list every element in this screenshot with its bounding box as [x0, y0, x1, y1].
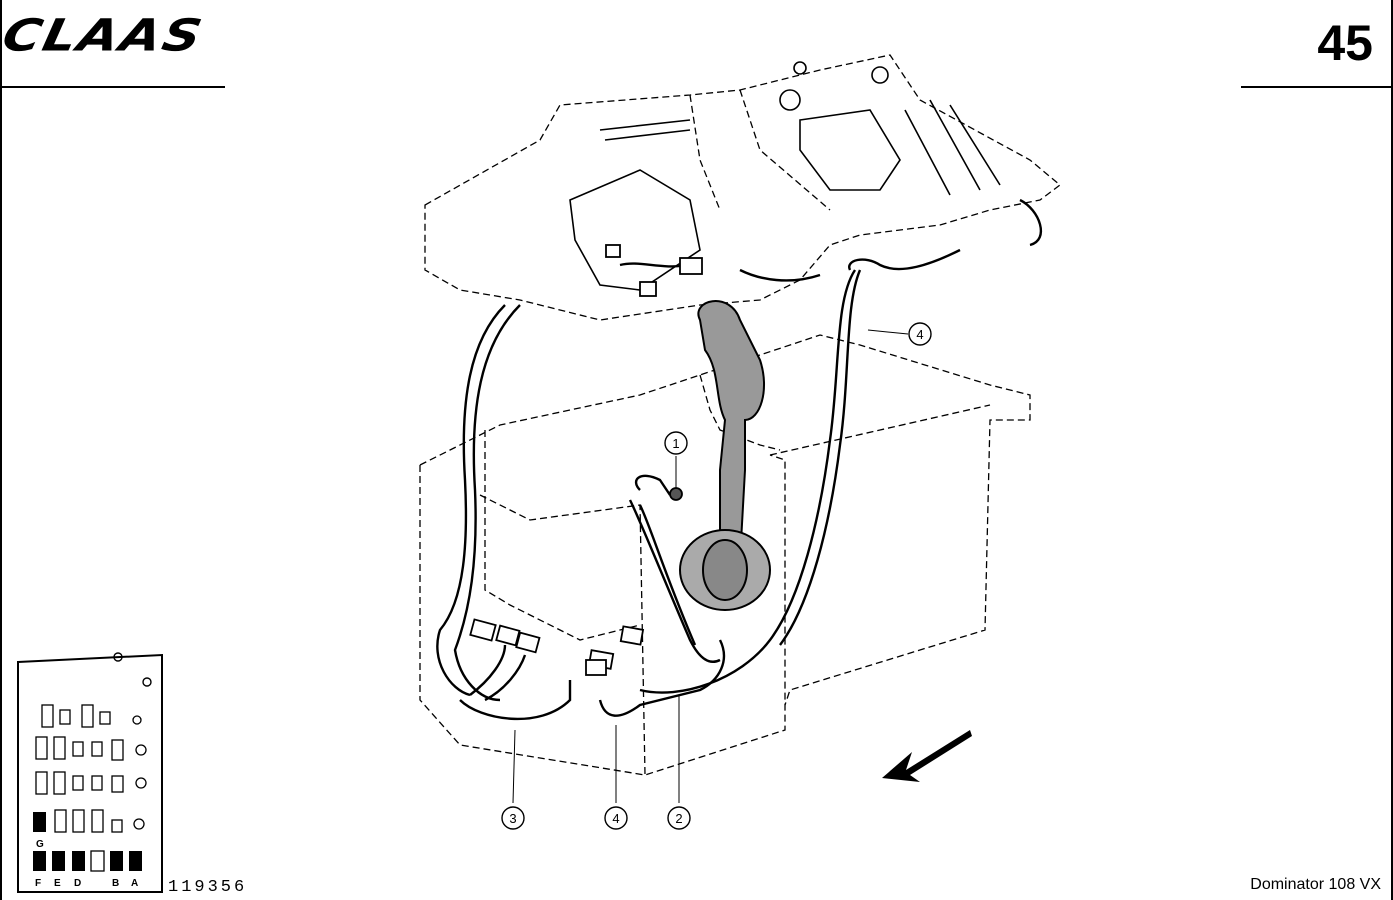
- panel-details: [569, 61, 1001, 291]
- svg-text:4: 4: [916, 327, 923, 342]
- header-rule-right: [1241, 86, 1393, 88]
- wiring-harness: [436, 198, 1042, 721]
- fuse-label-b: B: [112, 878, 119, 889]
- callout-group: 1 4 3 4 2: [501, 322, 932, 830]
- leader-lines: [512, 329, 909, 804]
- fuse-label-a: A: [131, 878, 138, 889]
- fuse-label-e: E: [54, 878, 61, 889]
- svg-text:2: 2: [675, 811, 682, 826]
- callout-2: 2: [667, 806, 691, 830]
- svg-text:4: 4: [612, 811, 619, 826]
- svg-text:1: 1: [672, 436, 679, 451]
- gear-lever: [679, 300, 771, 611]
- connectors: [469, 244, 703, 676]
- callout-3: 3: [501, 806, 525, 830]
- fuse-row-label-g: G: [36, 839, 44, 850]
- drawing-number: 119356: [168, 878, 248, 897]
- callout-4-top: 4: [908, 322, 932, 346]
- fuse-box-inset: G F E D B A: [17, 652, 163, 893]
- svg-text:3: 3: [509, 811, 516, 826]
- callout-1: 1: [664, 431, 688, 455]
- fuse-label-f: F: [35, 878, 41, 889]
- page-frame-left: [0, 0, 2, 900]
- fuse-label-d: D: [74, 878, 81, 889]
- model-label: Dominator 108 VX: [1250, 876, 1381, 893]
- callout-4-bottom: 4: [604, 806, 628, 830]
- page-frame-right: [1391, 0, 1393, 900]
- page-number: 45: [1317, 15, 1373, 71]
- header-rule-left: [0, 86, 225, 88]
- console-outline: [419, 54, 1062, 776]
- direction-arrow: [882, 730, 972, 782]
